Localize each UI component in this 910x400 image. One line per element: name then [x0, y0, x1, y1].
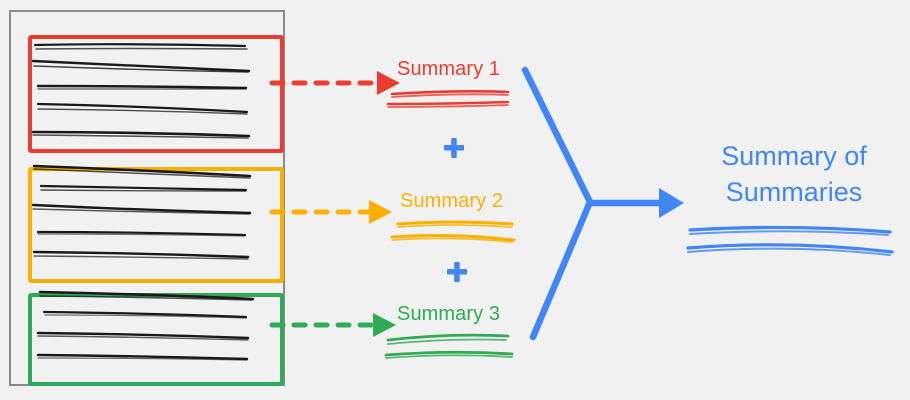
final-summary-scribble [686, 225, 894, 256]
merge-arrow [521, 66, 684, 341]
summary-1-scribble [386, 90, 510, 108]
final-summary-title: Summary of Summaries [694, 138, 894, 210]
summary-1-label: Summary 1 [397, 58, 501, 80]
plus-operator-2 [447, 262, 467, 282]
summary-2-scribble [390, 220, 516, 243]
summary-3-scribble [384, 333, 514, 359]
arrow-chunk2-to-summary2 [269, 200, 392, 224]
final-summary-line-1: Summary of [721, 141, 867, 171]
summary-3-label: Summary 3 [397, 303, 501, 325]
chunk-1-text-lines [31, 43, 251, 139]
chunk-2-text-lines [31, 164, 252, 260]
arrow-chunk1-to-summary1 [269, 71, 400, 95]
arrow-chunk3-to-summary3 [269, 313, 396, 337]
plus-operator-1 [444, 138, 464, 158]
chunk-3-text-lines [36, 290, 255, 361]
summary-2-label: Summary 2 [400, 190, 504, 212]
final-summary-line-2: Summaries [725, 177, 863, 207]
